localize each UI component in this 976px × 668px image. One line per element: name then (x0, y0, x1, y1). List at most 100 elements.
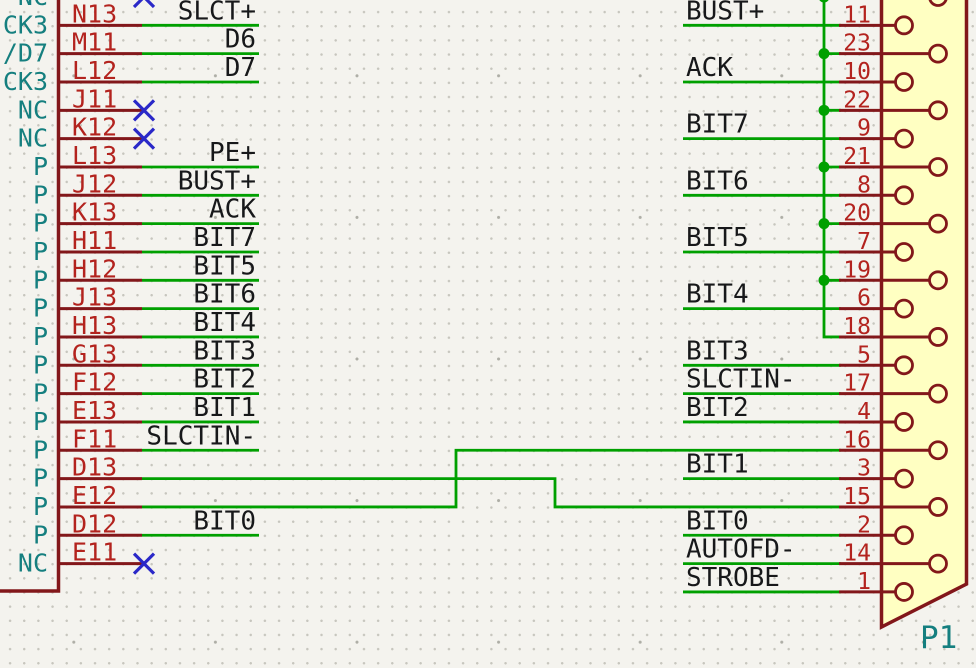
ic-body-outline[interactable] (0, 0, 61, 593)
ic-pin-number[interactable]: L12 (72, 56, 117, 85)
net-label[interactable]: BIT6 (193, 280, 256, 310)
connector-pin-number[interactable]: 7 (857, 229, 871, 255)
ic-pin-number[interactable]: H11 (72, 226, 117, 255)
ic-pin-name[interactable]: P (33, 492, 48, 521)
ic-pin-number[interactable]: H13 (72, 311, 117, 340)
connector-pin-number[interactable]: 1 (857, 569, 871, 595)
net-label[interactable]: BIT6 (686, 166, 749, 196)
ic-pin-number[interactable]: E13 (72, 396, 117, 425)
connector-pin-circle[interactable] (894, 298, 914, 319)
connector-pin-circle[interactable] (894, 525, 914, 546)
connector-reference[interactable]: P1 (920, 620, 957, 656)
net-label[interactable]: BIT2 (686, 393, 749, 423)
connector-pin-number[interactable]: 9 (857, 116, 871, 142)
junction-dot[interactable] (818, 274, 830, 286)
connector-pin-number[interactable]: 10 (843, 59, 871, 85)
connector-pin-number[interactable]: 20 (843, 201, 871, 227)
ic-pin-name[interactable]: P (33, 379, 48, 408)
ic-pin-name[interactable]: P (33, 520, 48, 549)
connector-pin-circle[interactable] (894, 582, 914, 602)
ic-pin-name[interactable]: P (33, 152, 48, 181)
net-label[interactable]: STROBE (686, 563, 780, 593)
ic-pin-name[interactable]: P (33, 435, 48, 464)
net-label[interactable]: BIT4 (193, 308, 256, 338)
connector-pin-number[interactable]: 23 (843, 31, 871, 57)
net-label[interactable]: SLCT+ (178, 0, 256, 26)
net-label[interactable]: ACK (686, 53, 733, 83)
connector-pin-number[interactable]: 11 (843, 2, 871, 28)
net-label[interactable]: BIT0 (686, 506, 749, 536)
ic-pin-name[interactable]: P (33, 407, 48, 436)
connector-pin-circle[interactable] (928, 327, 948, 347)
junction-dot[interactable] (818, 218, 830, 230)
connector-pin-circle[interactable] (928, 553, 948, 574)
ic-pin-name[interactable]: CK3 (3, 10, 48, 39)
ic-pin-name[interactable]: P (33, 350, 48, 379)
connector-pin-number[interactable]: 5 (857, 342, 871, 368)
connector-pin-circle[interactable] (894, 412, 914, 432)
net-label[interactable]: BIT3 (686, 336, 749, 366)
connector-body[interactable] (879, 0, 969, 630)
connector-pin-circle[interactable] (894, 72, 914, 92)
wire-gnd-bus[interactable] (822, 0, 841, 339)
junction-dot[interactable] (819, 0, 830, 3)
no-connect-x-icon[interactable] (134, 0, 156, 9)
ic-pin-number[interactable]: D12 (72, 509, 117, 538)
ic-pin-number[interactable]: L13 (72, 141, 117, 170)
net-label[interactable]: BIT1 (686, 450, 749, 480)
ic-pin-number[interactable]: M11 (72, 28, 117, 57)
connector-pin-number[interactable]: 8 (857, 172, 871, 198)
net-label[interactable]: BIT7 (686, 110, 749, 140)
connector-pin-number[interactable]: 3 (857, 456, 871, 482)
connector-pin-circle[interactable] (928, 100, 948, 121)
connector-pin-number[interactable]: 4 (857, 399, 871, 425)
ic-pin-name[interactable]: CK3 (3, 67, 48, 96)
net-label[interactable]: BUST+ (178, 166, 256, 196)
no-connect-x-icon[interactable] (132, 99, 156, 122)
net-label[interactable]: BIT3 (193, 336, 256, 366)
ic-pin-number[interactable]: F12 (72, 368, 117, 397)
connector-pin-circle[interactable] (894, 128, 914, 149)
net-label[interactable]: BIT1 (193, 393, 256, 423)
net-label[interactable]: BIT0 (193, 506, 256, 536)
wire-route-d13-to-pin15[interactable] (142, 477, 841, 509)
ic-pin-number[interactable]: N13 (72, 0, 117, 28)
connector-pin-number[interactable]: 19 (843, 257, 871, 283)
connector-pin-number[interactable]: 2 (857, 512, 871, 538)
no-connect-x-icon[interactable] (132, 552, 156, 575)
ic-pin-number[interactable]: J13 (72, 283, 117, 312)
ic-pin-number[interactable]: J12 (72, 169, 117, 198)
connector-pin-number[interactable]: 17 (843, 371, 871, 397)
ic-pin-name[interactable]: P (33, 180, 48, 209)
connector-pin-circle[interactable] (928, 213, 948, 234)
ic-pin-number[interactable]: H12 (72, 254, 117, 283)
connector-pin-number[interactable]: 6 (857, 286, 871, 312)
wire-route-e12-to-pin16[interactable] (142, 448, 841, 509)
connector-pin-circle[interactable] (894, 15, 914, 36)
net-label[interactable]: ACK (209, 195, 256, 225)
ic-pin-number[interactable]: D13 (72, 453, 117, 482)
ic-pin-number[interactable]: J11 (72, 84, 117, 113)
ic-pin-name[interactable]: P (33, 209, 48, 238)
net-label[interactable]: D6 (225, 25, 256, 55)
connector-pin-circle[interactable] (928, 497, 948, 517)
ic-pin-number[interactable]: K12 (72, 113, 117, 142)
ic-pin-name[interactable]: P (33, 237, 48, 266)
ic-pin-name[interactable]: /D7 (3, 39, 48, 68)
ic-pin-number[interactable]: F11 (72, 424, 117, 453)
net-label[interactable]: BIT5 (686, 223, 749, 253)
net-label[interactable]: AUTOFD- (686, 535, 796, 565)
ic-pin-number[interactable]: E12 (72, 481, 117, 510)
net-label[interactable]: BUST+ (686, 0, 764, 26)
net-label[interactable]: BIT7 (193, 223, 256, 253)
connector-pin-circle[interactable] (928, 157, 948, 177)
connector-pin-number[interactable]: 16 (843, 427, 871, 453)
net-label[interactable]: BIT4 (686, 280, 749, 310)
ic-pin-name[interactable]: P (33, 322, 48, 351)
net-label[interactable]: SLCTIN- (146, 421, 256, 451)
ic-pin-name[interactable]: NC (18, 0, 48, 11)
connector-pin-number[interactable]: 14 (843, 541, 871, 567)
ic-pin-name[interactable]: P (33, 265, 48, 294)
connector-pin-circle[interactable] (894, 355, 914, 376)
